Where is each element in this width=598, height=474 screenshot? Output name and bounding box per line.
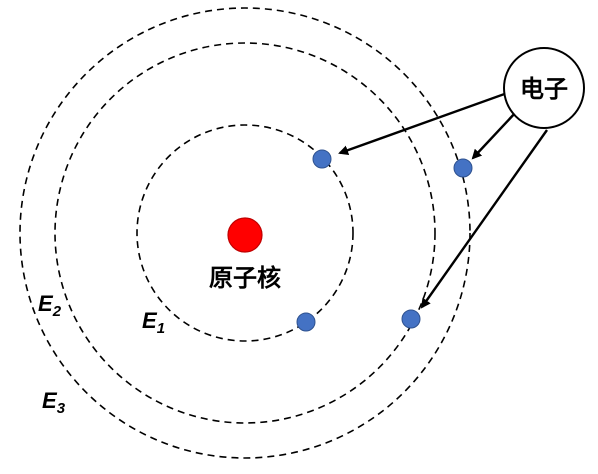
e3-subscript: 3 [57, 400, 66, 417]
electron-callout [503, 47, 585, 129]
arrow-to-electron-e2-lower [420, 129, 548, 309]
electron-callout-label: 电子 [520, 75, 568, 103]
electron-e2-lower [401, 309, 421, 329]
orbit-e1 [136, 124, 354, 342]
energy-level-e2-label: E2 [38, 291, 62, 320]
nucleus [227, 217, 263, 253]
e3-symbol: E [42, 388, 58, 413]
e1-subscript: 1 [157, 320, 165, 337]
orbit-e3 [19, 7, 471, 459]
orbit-e2 [54, 42, 436, 424]
electron-e1-upper [312, 149, 332, 169]
e2-subscript: 2 [52, 303, 62, 320]
arrow-to-electron-e1 [338, 90, 511, 156]
energy-level-e1-label: E1 [142, 308, 165, 337]
e1-symbol: E [142, 308, 158, 333]
arrow-to-electron-e2-upper [471, 111, 517, 160]
electron-e2-upper [453, 158, 473, 178]
energy-level-e3-label: E3 [42, 388, 66, 417]
e2-symbol: E [38, 291, 54, 316]
electron-e1-lower [296, 312, 316, 332]
nucleus-label: 原子核 [209, 264, 281, 292]
